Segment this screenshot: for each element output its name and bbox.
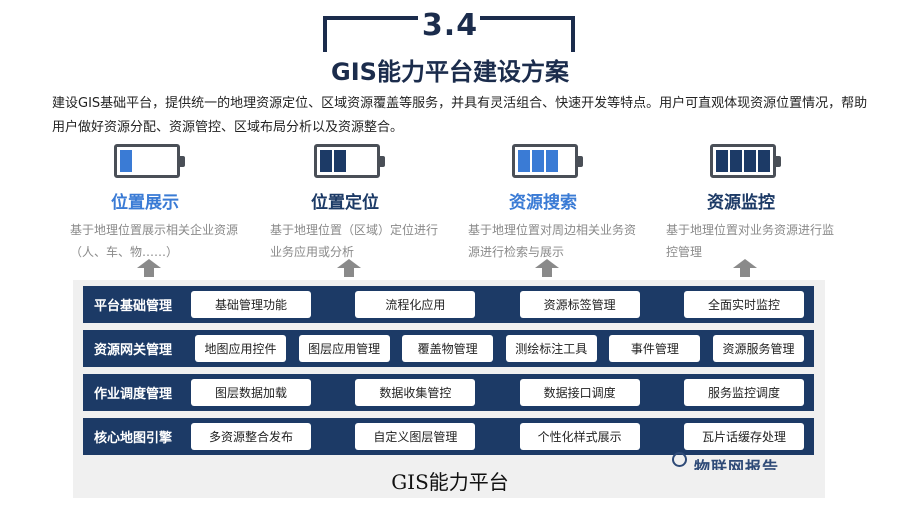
battery-cell: [334, 150, 346, 172]
feature-resource-search: 资源搜索 基于地理位置对周边相关业务资源进行检索与展示: [468, 144, 648, 263]
feature-desc: 基于地理位置对周边相关业务资源进行检索与展示: [468, 223, 637, 259]
battery-cell: [546, 150, 558, 172]
module-box: 资源服务管理: [712, 335, 804, 362]
module-box: 自定义图层管理: [355, 423, 476, 450]
battery-cell: [758, 150, 770, 172]
layer-label: 作业调度管理: [94, 387, 173, 402]
feature-title: 位置展示: [111, 193, 179, 213]
feature-positioning: 位置定位 基于地理位置（区域）定位进行业务应用或分析: [270, 144, 450, 263]
feature-title: 位置定位: [311, 193, 379, 213]
up-arrow-icon: [535, 259, 559, 277]
section-number: 3.4: [421, 8, 479, 43]
module-box: 覆盖物管理: [402, 335, 494, 362]
battery-cell: [120, 150, 132, 172]
module-box: 多资源整合发布: [191, 423, 311, 450]
module-box: 瓦片话缓存处理: [683, 423, 804, 450]
layer-resource-gateway: 资源网关管理 地图应用控件 图层应用管理 覆盖物管理 测绘标注工具 事件管理 资…: [83, 330, 814, 367]
intro-paragraph: 建设GIS基础平台，提供统一的地理资源定位、区域资源覆盖等服务，并具有灵活组合、…: [52, 96, 868, 135]
title-bracket: [323, 16, 575, 52]
module-box: 测绘标注工具: [505, 335, 597, 362]
feature-title: 资源搜索: [509, 193, 577, 213]
layer-label: 平台基础管理: [94, 299, 173, 314]
module-box: 个性化样式展示: [519, 423, 640, 450]
battery-icon: [314, 144, 385, 178]
battery-cell: [532, 150, 544, 172]
wechat-icon: [672, 452, 687, 467]
feature-location-display: 位置展示 基于地理位置展示相关企业资源（人、车、物……）: [70, 144, 250, 263]
layer-label: 资源网关管理: [94, 343, 173, 358]
layer-core-map-engine: 核心地图引擎 多资源整合发布 自定义图层管理 个性化样式展示 瓦片话缓存处理: [83, 418, 814, 455]
up-arrow-icon: [137, 259, 161, 277]
watermark: 物联网报告: [672, 448, 847, 470]
module-box: 图层数据加载: [191, 379, 311, 406]
module-box: 流程化应用: [355, 291, 476, 318]
bracket-right: [480, 16, 575, 52]
module-box: 基础管理功能: [191, 291, 311, 318]
battery-cell: [730, 150, 742, 172]
feature-desc: 基于地理位置（区域）定位进行业务应用或分析: [270, 223, 439, 259]
module-box: 全面实时监控: [683, 291, 804, 318]
battery-icon: [114, 144, 185, 178]
battery-cell: [518, 150, 530, 172]
feature-resource-monitor: 资源监控 基于地理位置对业务资源进行监控管理: [666, 144, 846, 263]
up-arrow-icon: [733, 259, 757, 277]
module-box: 事件管理: [609, 335, 701, 362]
page-title: GIS能力平台建设方案: [331, 58, 569, 86]
feature-desc: 基于地理位置展示相关企业资源（人、车、物……）: [70, 223, 239, 259]
layer-label: 核心地图引擎: [94, 431, 173, 446]
platform-title: GIS能力平台: [391, 470, 509, 494]
battery-icon: [710, 144, 781, 178]
module-box: 数据收集管控: [355, 379, 476, 406]
module-box: 服务监控调度: [683, 379, 804, 406]
layer-platform-base: 平台基础管理 基础管理功能 流程化应用 资源标签管理 全面实时监控: [83, 286, 814, 323]
module-box: 地图应用控件: [195, 335, 286, 362]
bracket-left: [323, 16, 418, 52]
battery-cell: [320, 150, 332, 172]
up-arrow-icon: [337, 259, 361, 277]
feature-title: 资源监控: [707, 193, 775, 213]
module-box: 资源标签管理: [519, 291, 640, 318]
feature-desc: 基于地理位置对业务资源进行监控管理: [666, 223, 835, 259]
module-box: 数据接口调度: [519, 379, 640, 406]
layer-job-scheduling: 作业调度管理 图层数据加载 数据收集管控 数据接口调度 服务监控调度: [83, 374, 814, 411]
battery-cell: [744, 150, 756, 172]
watermark-text: 物联网报告: [694, 458, 780, 470]
battery-icon: [512, 144, 583, 178]
battery-cell: [716, 150, 728, 172]
module-box: 图层应用管理: [298, 335, 390, 362]
